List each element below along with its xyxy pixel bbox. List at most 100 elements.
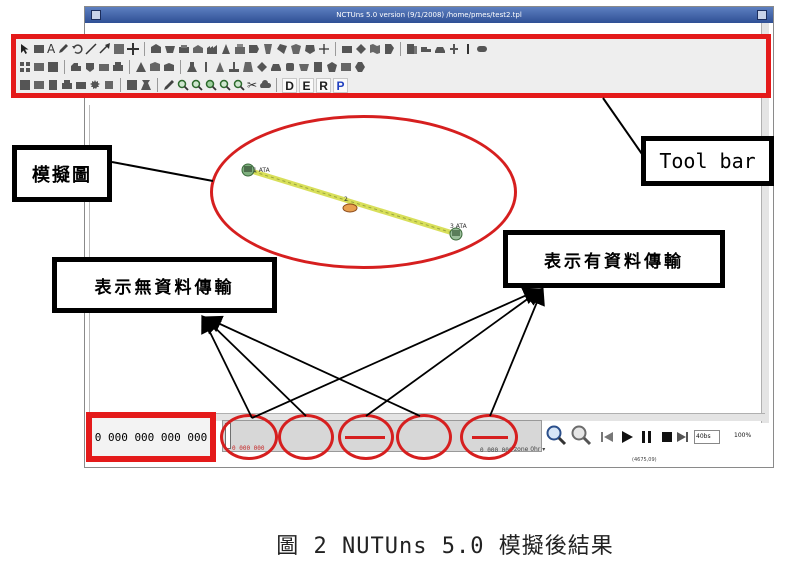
node-props-icon[interactable] (103, 79, 115, 91)
fast-forward-button[interactable] (676, 430, 690, 444)
draw-icon[interactable] (163, 79, 175, 91)
ofdm-node-icon[interactable] (214, 61, 226, 73)
map-tool-icon[interactable] (369, 43, 381, 55)
hub-node-icon[interactable] (164, 43, 176, 55)
rsu-node-icon[interactable] (298, 61, 310, 73)
play-icon (622, 431, 633, 443)
toolbar-separator (180, 60, 181, 74)
truck-node-icon[interactable] (420, 43, 432, 55)
phone-node-icon[interactable] (290, 43, 302, 55)
gprs-base-icon[interactable] (149, 61, 161, 73)
wimax-node-icon[interactable] (163, 61, 175, 73)
satellite-node-icon[interactable] (276, 43, 288, 55)
wireless-router-icon[interactable] (70, 61, 82, 73)
adhoc-host-icon[interactable] (112, 61, 124, 73)
factory-node-icon[interactable] (206, 43, 218, 55)
zoom-level-select[interactable]: 100% (734, 432, 752, 439)
edit-property-mode-button[interactable]: E (299, 77, 315, 93)
obu-node-icon[interactable] (284, 61, 296, 73)
speed-dropdown[interactable]: zone 0hr ▾ (514, 446, 546, 453)
run-simulation-mode-button[interactable]: R (316, 77, 332, 93)
zoom-out-icon[interactable] (191, 79, 203, 91)
car-node-icon[interactable] (434, 43, 446, 55)
rcst-node-icon[interactable] (256, 61, 268, 73)
toolbar-row-2 (19, 58, 763, 76)
play-button[interactable] (620, 430, 634, 444)
simulation-callout-text: 模擬圖 (32, 164, 92, 186)
packet-trace-icon[interactable] (126, 79, 138, 91)
zoom-in-icon[interactable] (177, 79, 189, 91)
layer-tool-icon[interactable] (140, 79, 152, 91)
no-data-callout-text: 表示無資料傳輸 (94, 277, 235, 298)
gear-icon[interactable] (89, 79, 101, 91)
tower-node-icon[interactable] (448, 43, 460, 55)
server-node-icon[interactable] (47, 79, 59, 91)
obstacle-tool-icon[interactable] (383, 43, 395, 55)
grid-toggle-icon[interactable] (19, 61, 31, 73)
vertical-scrollbar[interactable] (761, 23, 769, 423)
optical-node-icon[interactable] (186, 61, 198, 73)
block-icon[interactable] (47, 61, 59, 73)
gprs-node-icon[interactable] (135, 61, 147, 73)
zigbee-node-icon[interactable] (312, 61, 324, 73)
zoom-area-icon[interactable] (219, 79, 231, 91)
optical-switch-icon[interactable] (200, 61, 212, 73)
switch-node-icon[interactable] (150, 43, 162, 55)
zoom-reset-icon[interactable] (233, 79, 245, 91)
align-icon[interactable] (33, 61, 45, 73)
scissors-icon[interactable]: ✂ (247, 78, 258, 92)
rectangle-tool-icon[interactable] (33, 43, 45, 55)
firewall-node-icon[interactable] (75, 79, 87, 91)
pencil-icon[interactable] (57, 43, 69, 55)
host-node-icon[interactable] (113, 43, 125, 55)
arrow-tool-icon[interactable] (99, 43, 111, 55)
toolbar-separator (400, 42, 402, 56)
zoom-out-button[interactable] (570, 424, 592, 446)
text-tool-icon[interactable]: A (47, 42, 56, 56)
zoom-in-button[interactable] (545, 424, 567, 446)
subnet-tool-icon[interactable] (355, 43, 367, 55)
has-data-callout: 表示有資料傳輸 (503, 230, 725, 288)
window-close-button[interactable] (757, 10, 767, 20)
satellite-gateway-icon[interactable] (242, 61, 254, 73)
no-data-transfer-ellipse-3 (396, 414, 452, 460)
disk-node-icon[interactable] (33, 79, 45, 91)
router-node-icon[interactable] (178, 43, 190, 55)
no-data-callout: 表示無資料傳輸 (52, 257, 277, 313)
play-back-mode-button[interactable]: P (333, 77, 349, 93)
stop-button[interactable] (660, 430, 674, 444)
draw-topology-mode-button[interactable]: D (282, 77, 298, 93)
undo-icon[interactable] (71, 43, 83, 55)
zoom-fit-icon[interactable] (205, 79, 217, 91)
cloud-icon[interactable] (259, 79, 272, 91)
vehicle-node-icon[interactable] (270, 61, 282, 73)
file-node-icon[interactable] (19, 79, 31, 91)
crosshair-icon[interactable] (127, 43, 140, 55)
mesh-node-icon[interactable] (354, 61, 366, 73)
pointer-icon[interactable] (19, 43, 31, 55)
rewind-button[interactable] (600, 430, 614, 444)
window-menu-button[interactable] (91, 10, 101, 20)
access-point-icon[interactable] (234, 43, 246, 55)
lte-node-icon[interactable] (326, 61, 338, 73)
gateway-node-icon[interactable] (248, 43, 260, 55)
mobile-node-icon[interactable] (262, 43, 274, 55)
sensor-node-icon[interactable] (304, 43, 316, 55)
ap-mode-icon[interactable] (98, 61, 110, 73)
signal-node-icon[interactable] (462, 43, 474, 55)
line-tool-icon[interactable] (85, 43, 97, 55)
dvb-node-icon[interactable] (228, 61, 240, 73)
bus-node-icon[interactable] (406, 43, 418, 55)
wlan-node-icon[interactable] (192, 43, 204, 55)
road-tool-icon[interactable] (476, 43, 488, 55)
plus-icon[interactable] (318, 43, 330, 55)
base-station-icon[interactable] (220, 43, 232, 55)
pause-button[interactable] (640, 430, 654, 444)
wireless-host-icon[interactable] (84, 61, 96, 73)
transfer-marker-b (472, 436, 508, 439)
group-tool-icon[interactable] (341, 43, 353, 55)
relay-node-icon[interactable] (340, 61, 352, 73)
printer-node-icon[interactable] (61, 79, 73, 91)
toolbar-row-1: A (19, 40, 763, 58)
playback-speed-input[interactable]: 40bs (694, 430, 720, 444)
